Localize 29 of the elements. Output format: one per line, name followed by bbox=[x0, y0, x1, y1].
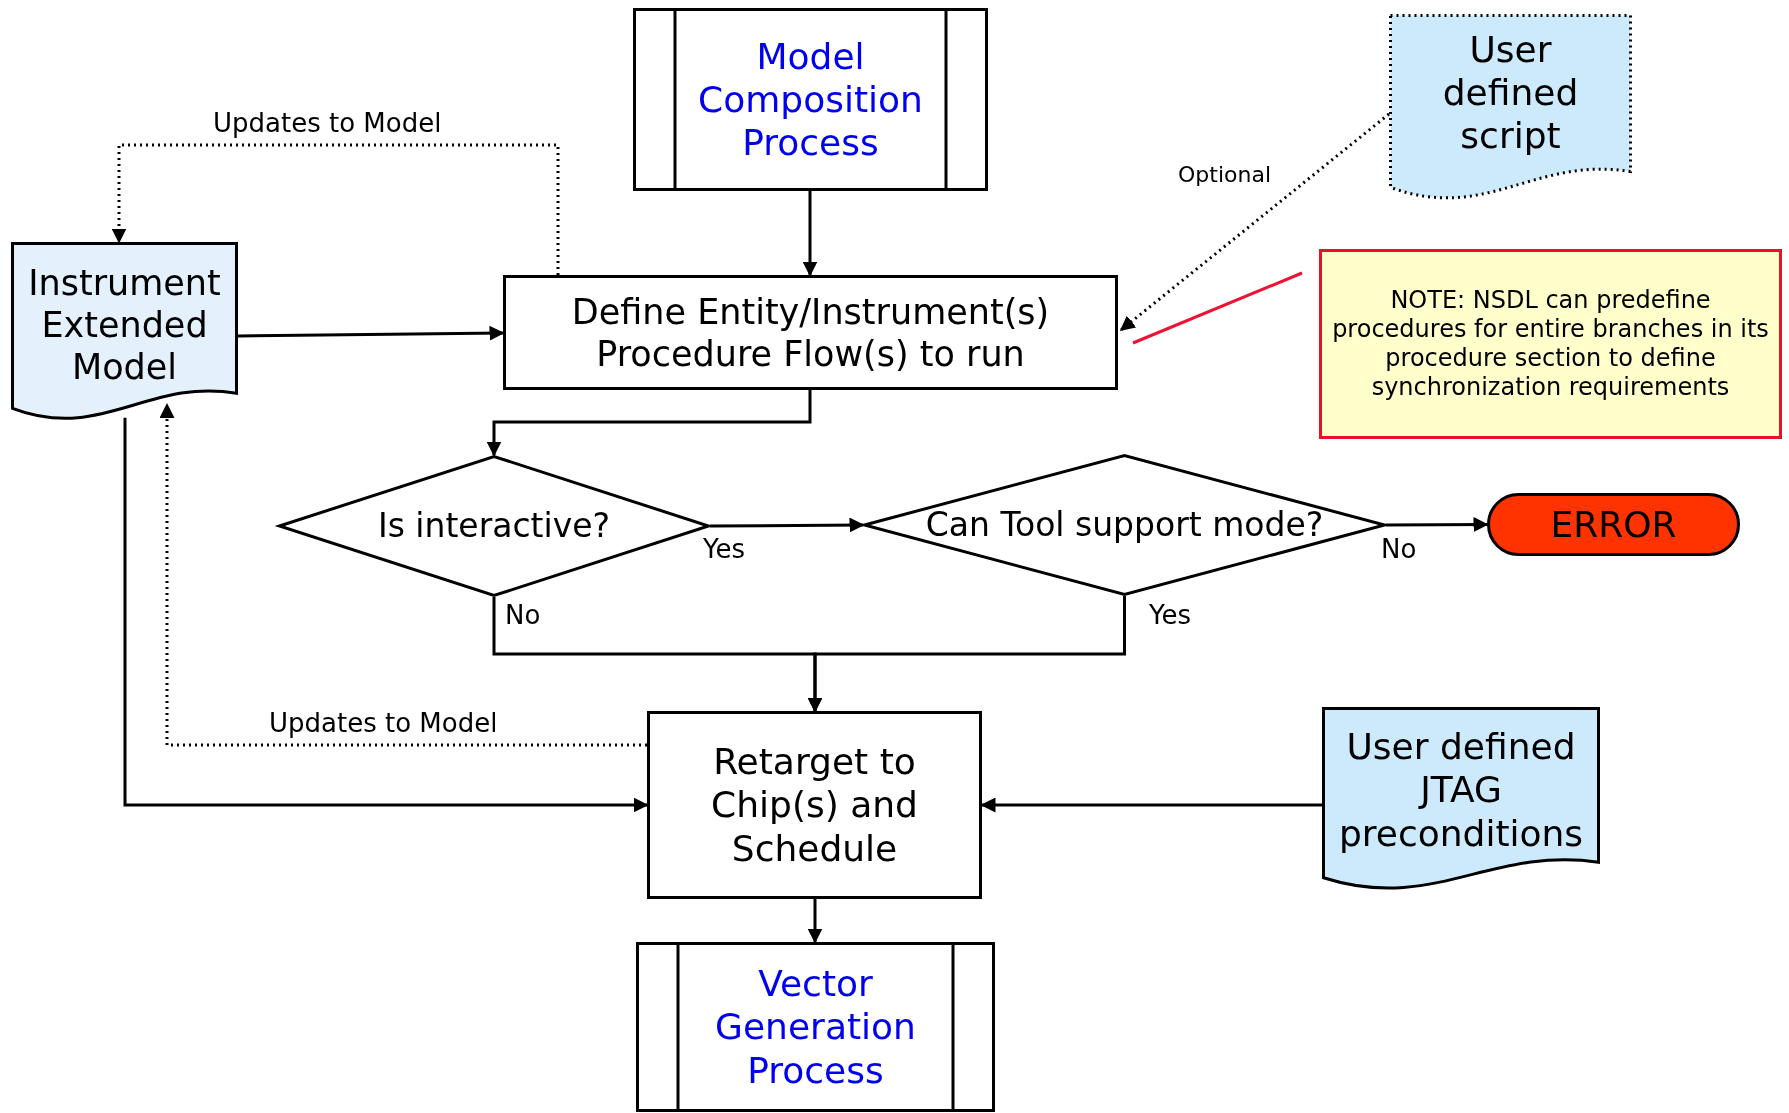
arrow bbox=[159, 403, 647, 747]
arrow bbox=[980, 797, 1322, 813]
process-box bbox=[647, 711, 982, 899]
node-label: Instrument Extended Model bbox=[27, 261, 222, 388]
predefined-process-box bbox=[633, 8, 988, 191]
arrow bbox=[1119, 112, 1390, 332]
arrow bbox=[807, 596, 1126, 713]
node-label: Define Entity/Instrument(s) Procedure Flow(s) to run bbox=[570, 290, 1051, 375]
predefined-process-box bbox=[636, 942, 995, 1112]
arrow bbox=[802, 191, 818, 277]
arrow bbox=[111, 143, 560, 275]
node-label: Retarget to Chip(s) and Schedule bbox=[710, 740, 919, 870]
note-text: NOTE: NSDL can predefine procedures for entire branches in its procedure section to define synchronization requirements bbox=[1331, 286, 1770, 402]
node-label: Model Composition Process bbox=[697, 34, 924, 165]
node-label: User defined JTAG preconditions bbox=[1337, 725, 1585, 855]
arrow bbox=[710, 517, 865, 533]
note-box bbox=[1319, 249, 1782, 439]
arrow bbox=[807, 899, 823, 944]
node-label: User defined script bbox=[1441, 27, 1580, 158]
node-label: Vector Generation Process bbox=[714, 962, 917, 1092]
process-box bbox=[503, 275, 1118, 390]
arrow bbox=[238, 325, 505, 341]
arrow bbox=[1386, 517, 1489, 533]
node-label: ERROR bbox=[1549, 502, 1678, 547]
leader-line bbox=[1132, 271, 1303, 345]
node-label: Is interactive? bbox=[376, 506, 612, 546]
arrow bbox=[486, 390, 812, 457]
arrow bbox=[123, 417, 649, 813]
node-label: Can Tool support mode? bbox=[924, 505, 1325, 545]
